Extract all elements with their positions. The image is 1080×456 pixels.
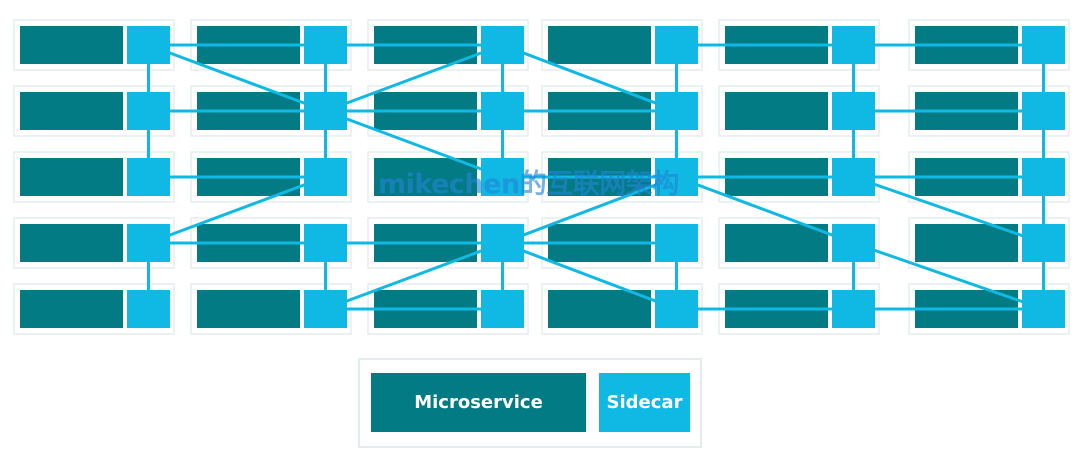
- sidecar-block: [1022, 26, 1065, 64]
- sidecar-block: [304, 290, 347, 328]
- sidecar-block: [481, 26, 524, 64]
- sidecar-block: [655, 290, 698, 328]
- sidecar-block: [832, 26, 875, 64]
- microservice-block: [20, 92, 123, 130]
- sidecar-block: [1022, 224, 1065, 262]
- sidecar-block: [127, 26, 170, 64]
- legend-microservice-label: Microservice: [414, 392, 543, 413]
- legend-sidecar: Sidecar: [599, 373, 690, 432]
- sidecar-block: [655, 224, 698, 262]
- sidecar-block: [1022, 158, 1065, 196]
- sidecar-block: [481, 92, 524, 130]
- sidecar-block: [304, 224, 347, 262]
- microservice-block: [374, 158, 477, 196]
- sidecar-block: [655, 158, 698, 196]
- sidecar-connection-line: [675, 175, 855, 245]
- legend-sidecar-label: Sidecar: [606, 392, 683, 413]
- sidecar-connection-line: [853, 241, 1044, 311]
- sidecar-connection-line: [147, 43, 327, 113]
- sidecar-block: [127, 92, 170, 130]
- sidecar-block: [481, 290, 524, 328]
- sidecar-connection-line: [324, 241, 504, 311]
- sidecar-connection-line: [853, 175, 1044, 245]
- legend-microservice: Microservice: [371, 373, 586, 432]
- sidecar-block: [304, 158, 347, 196]
- sidecar-block: [304, 26, 347, 64]
- sidecar-block: [127, 290, 170, 328]
- sidecar-connection-line: [501, 241, 678, 311]
- sidecar-block: [832, 290, 875, 328]
- sidecar-block: [655, 26, 698, 64]
- microservice-block: [20, 26, 123, 64]
- sidecar-connection-line: [501, 175, 678, 245]
- microservice-block: [548, 26, 651, 64]
- sidecar-connection-line: [324, 109, 504, 179]
- microservice-block: [197, 290, 300, 328]
- sidecar-connection-line: [324, 43, 504, 113]
- sidecar-block: [127, 224, 170, 262]
- microservice-block: [20, 290, 123, 328]
- sidecar-block: [655, 92, 698, 130]
- sidecar-block: [127, 158, 170, 196]
- sidecar-block: [481, 224, 524, 262]
- microservice-block: [548, 290, 651, 328]
- sidecar-block: [1022, 92, 1065, 130]
- microservice-block: [20, 158, 123, 196]
- sidecar-blocks: [127, 26, 1065, 328]
- microservice-block: [915, 224, 1018, 262]
- sidecar-block: [304, 92, 347, 130]
- sidecar-block: [481, 158, 524, 196]
- microservice-block: [20, 224, 123, 262]
- microservice-block: [725, 92, 828, 130]
- microservice-block: [725, 224, 828, 262]
- sidecar-block: [832, 224, 875, 262]
- sidecar-connection-line: [147, 175, 327, 245]
- sidecar-connections: [147, 43, 1045, 311]
- sidecar-block: [832, 158, 875, 196]
- sidecar-block: [832, 92, 875, 130]
- sidecar-block: [1022, 290, 1065, 328]
- sidecar-connection-line: [501, 43, 678, 113]
